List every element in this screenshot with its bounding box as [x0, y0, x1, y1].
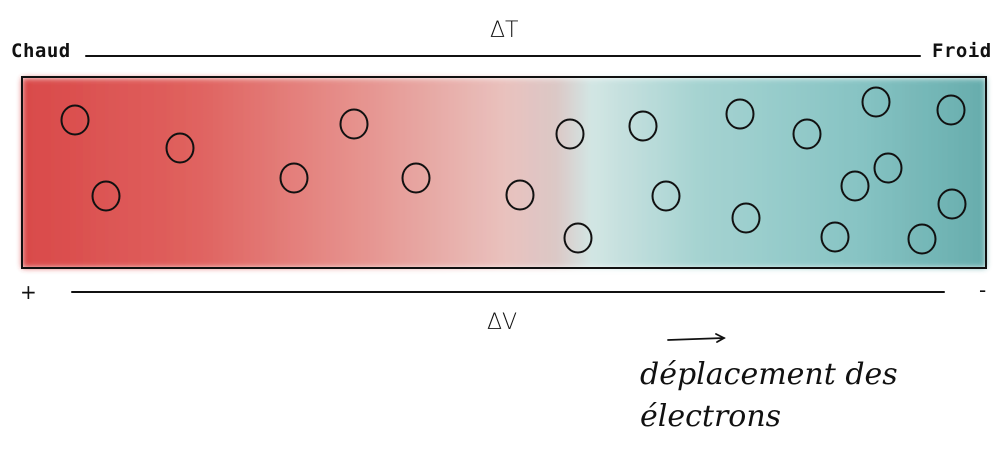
electron [339, 108, 369, 140]
gradient-fill [22, 78, 986, 268]
electron [792, 118, 822, 150]
electrons-group [60, 86, 967, 255]
delta-t-label: ΔT [490, 18, 519, 43]
delta-v-label: ΔV [487, 310, 518, 335]
electron [401, 162, 431, 194]
electron [725, 98, 755, 130]
electron [91, 180, 121, 212]
cold-label: Froid [932, 40, 992, 62]
electron [60, 104, 90, 136]
electron [861, 86, 891, 118]
electron [563, 222, 593, 254]
electron [907, 223, 937, 255]
electron [628, 110, 658, 142]
electron [731, 202, 761, 234]
arrow-right-icon [667, 333, 726, 343]
electron [820, 221, 850, 253]
electron [165, 132, 195, 164]
electron [651, 180, 681, 212]
material-bar [21, 76, 987, 269]
electron [873, 152, 903, 184]
hot-label: Chaud [11, 40, 71, 62]
electron [936, 94, 966, 126]
electron [279, 162, 309, 194]
minus-sign: - [979, 278, 987, 302]
electron [937, 188, 967, 220]
electron [840, 170, 870, 202]
plus-sign: + [20, 280, 37, 304]
electron [505, 179, 535, 211]
caption-line-1: déplacement des [640, 357, 898, 392]
caption-line-2: électrons [640, 399, 782, 434]
electron [555, 118, 585, 150]
